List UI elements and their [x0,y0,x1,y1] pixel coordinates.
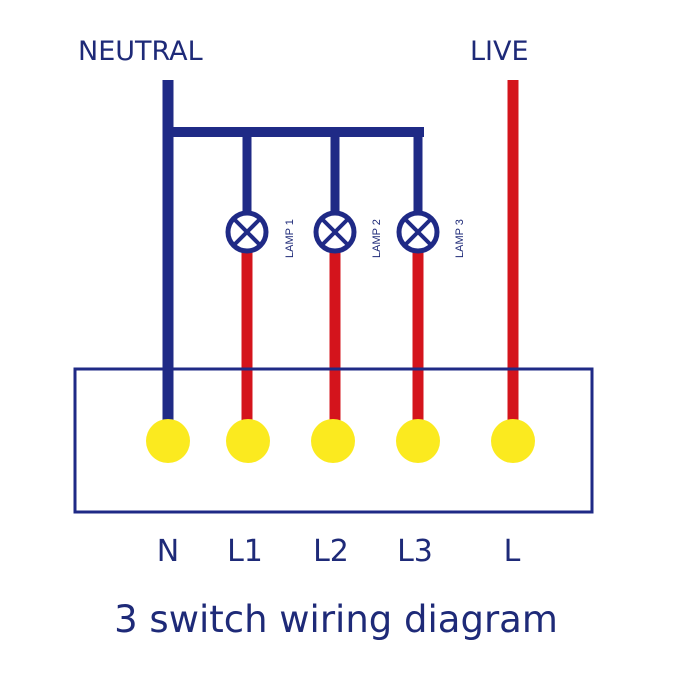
switch-box [73,367,594,514]
terminal-label-l: L [504,534,521,569]
terminal-l [491,419,535,463]
terminal-label-l3: L3 [397,534,433,569]
terminal-label-n: N [157,534,179,569]
terminal-label-l1: L1 [227,534,263,569]
diagram-caption: 3 switch wiring diagram [114,598,558,641]
lamp-2-label: LAMP 2 [371,219,383,258]
terminal-label-l2: L2 [313,534,349,569]
lamp-1-icon [225,210,269,254]
lamp-3-label: LAMP 3 [454,219,466,258]
lamp-1-label: LAMP 1 [284,219,296,258]
terminal-l1 [226,419,270,463]
neutral-label: NEUTRAL [78,36,203,67]
lamp-3-icon [396,210,440,254]
terminal-l3 [396,419,440,463]
live-label: LIVE [470,36,529,67]
terminal-l2 [311,419,355,463]
terminal-n [146,419,190,463]
lamp-2-icon [313,210,357,254]
